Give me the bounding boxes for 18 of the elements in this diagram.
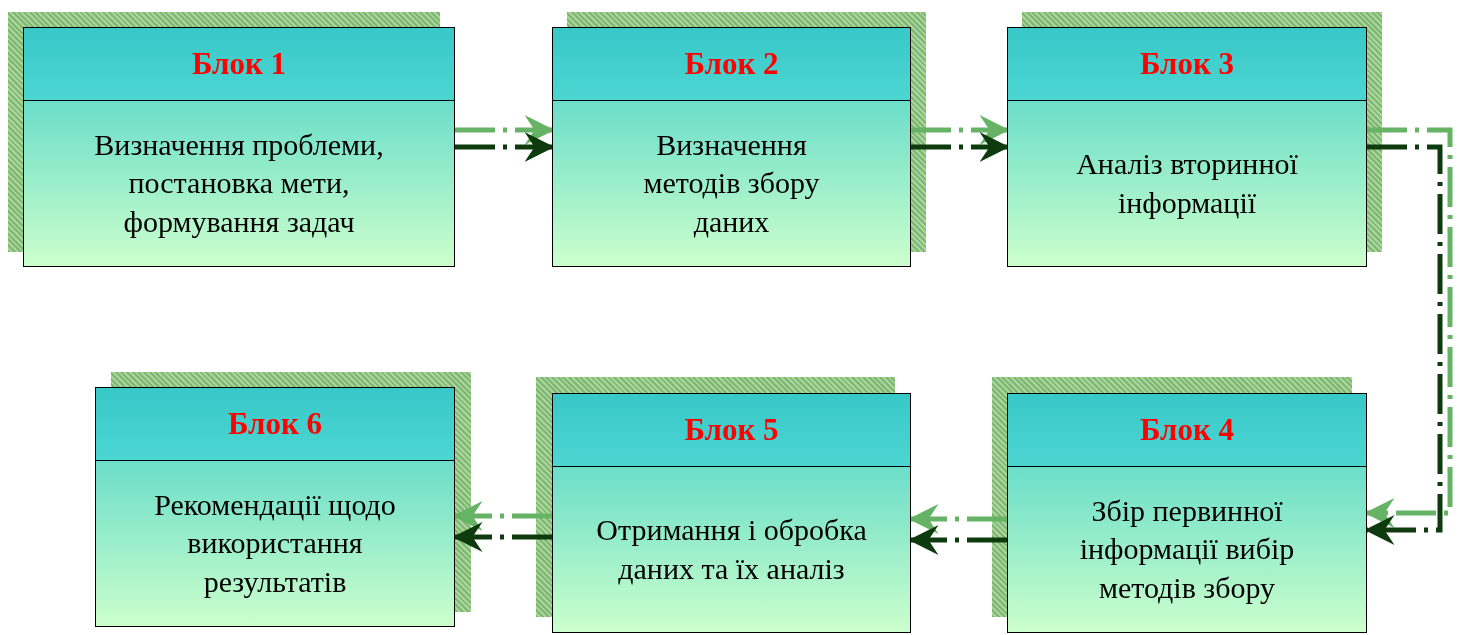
- block-heading: Блок 2: [684, 46, 779, 82]
- block-text: Збір первинної інформації вибір методів збору: [1078, 493, 1296, 606]
- block-heading: Блок 4: [1139, 412, 1235, 448]
- block-text: Отримання і обробка даних та їх аналіз: [595, 512, 868, 587]
- process-box: [552, 393, 911, 633]
- process-box: [1007, 393, 1367, 633]
- block-heading: Блок 3: [1139, 46, 1235, 82]
- block-text: Аналіз вторинної інформації: [1075, 146, 1299, 221]
- block-text: Визначення методів збору даних: [642, 127, 821, 240]
- block-heading: Блок 1: [191, 46, 287, 82]
- process-box: [552, 27, 911, 267]
- block-text: Визначення проблеми, постановка мети, формування задач: [93, 127, 385, 240]
- process-box: [95, 387, 455, 627]
- block-heading: Блок 6: [227, 406, 323, 442]
- block-heading: Блок 5: [684, 412, 779, 448]
- process-box: [23, 27, 455, 267]
- process-box: [1007, 27, 1367, 267]
- block-text: Рекомендації щодо використання результатів: [153, 487, 397, 600]
